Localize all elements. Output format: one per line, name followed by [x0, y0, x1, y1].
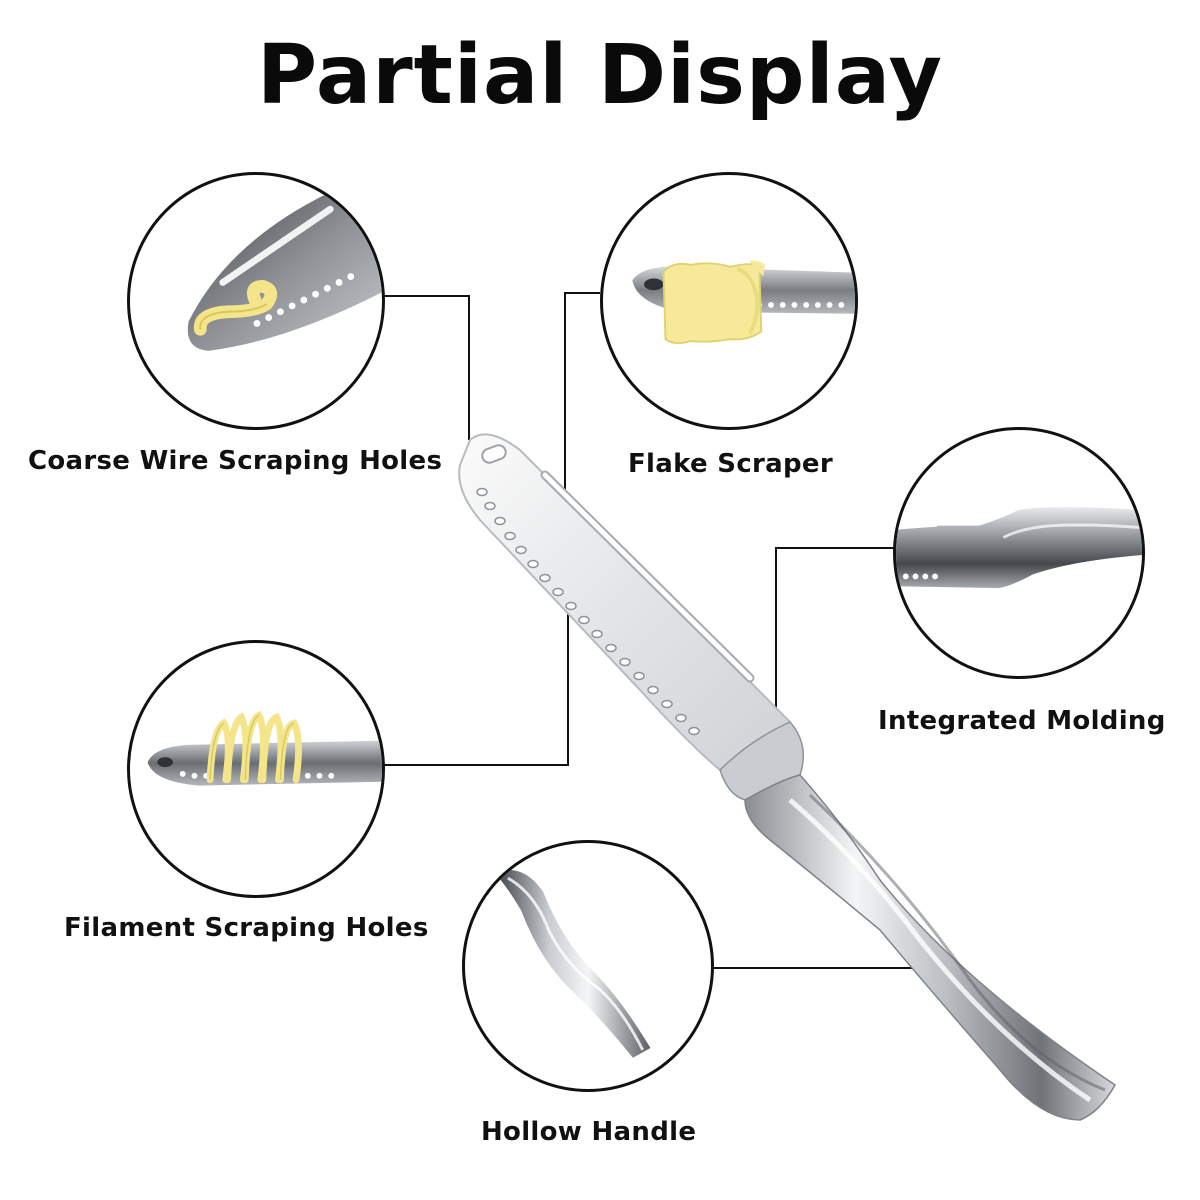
coarse-wire-curl-icon — [187, 194, 382, 351]
flake-scraper-label: Flake Scraper — [628, 449, 833, 479]
hollow-handle-detail-circle — [462, 840, 714, 1092]
knife-blade — [458, 433, 792, 782]
blade-end-hole — [481, 444, 507, 464]
page-title: Partial Display — [256, 28, 943, 123]
knife-handle — [744, 774, 1116, 1121]
coarse-wire-label: Coarse Wire Scraping Holes — [28, 446, 443, 476]
integrated-molding-detail-circle — [893, 427, 1145, 679]
filament-scraping-label: Filament Scraping Holes — [64, 913, 429, 943]
handle-closeup-icon — [494, 869, 651, 1058]
flake-scraper-detail-circle — [600, 172, 858, 430]
flake-curl-icon — [632, 260, 855, 345]
coarse-wire-detail-circle — [127, 172, 385, 430]
integrated-molding-label: Integrated Molding — [878, 706, 1166, 736]
filament-curl-icon — [147, 710, 382, 786]
hollow-handle-label: Hollow Handle — [481, 1117, 697, 1147]
bolster-closeup-icon — [896, 507, 1142, 589]
scraping-holes — [476, 487, 700, 736]
filament-detail-circle — [127, 640, 385, 898]
